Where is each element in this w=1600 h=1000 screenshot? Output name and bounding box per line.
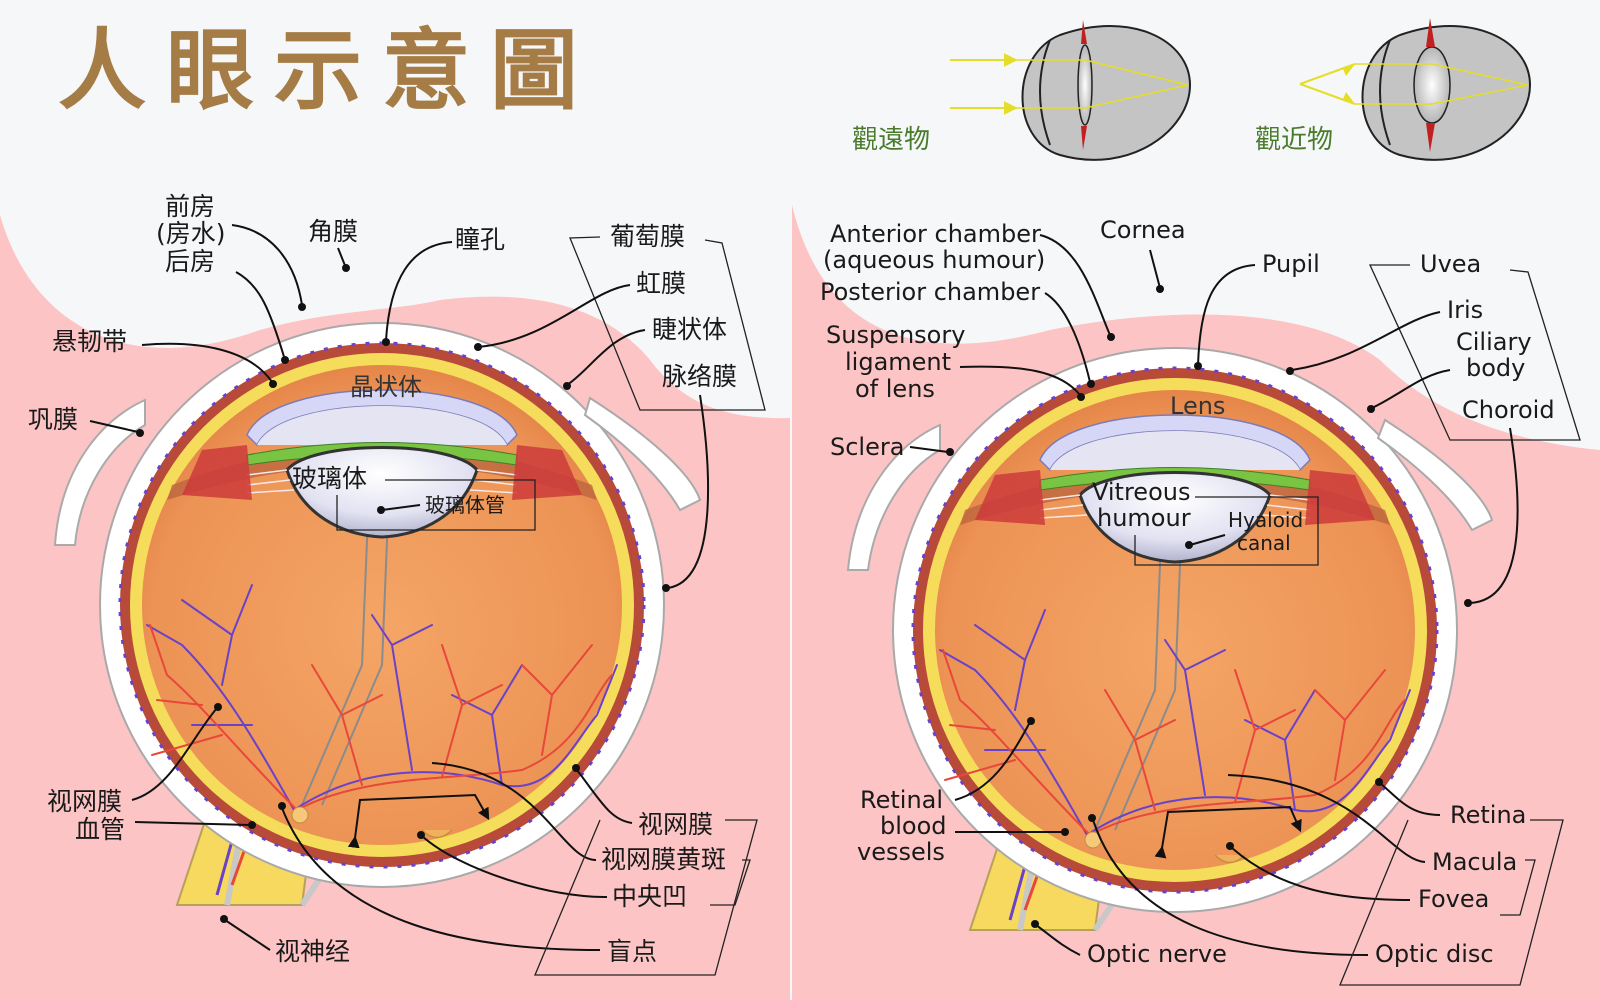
eyeball-left xyxy=(53,323,702,905)
en-cornea-label: Cornea xyxy=(1100,216,1186,244)
zh-uvea-label: 葡萄膜 xyxy=(610,222,685,251)
en-posterior-chamber-label: Posterior chamber xyxy=(820,278,1040,306)
zh-iris-label: 虹膜 xyxy=(636,269,686,298)
zh-anterior-chamber-label: 前房 xyxy=(165,192,215,221)
zh-lens-label: 晶状体 xyxy=(350,373,422,401)
en-iris-label: Iris xyxy=(1447,296,1483,324)
en-fovea-label: Fovea xyxy=(1418,885,1489,913)
far-caption: 觀遠物 xyxy=(852,125,930,155)
en-vitreous-label-2: humour xyxy=(1097,504,1191,532)
zh-aqueous-label: (房水) xyxy=(156,219,226,248)
zh-fovea-label: 中央凹 xyxy=(612,882,687,911)
en-suspensory-label-2: ligament xyxy=(845,348,951,376)
en-ciliary-label-1: Ciliary xyxy=(1456,328,1532,356)
labels-en: Anterior chamber (aqueous humour) Poster… xyxy=(820,216,1581,986)
en-aqueous-label: (aqueous humour) xyxy=(823,246,1045,274)
zh-suspensory-label: 悬韧带 xyxy=(52,327,127,356)
en-uvea-label: Uvea xyxy=(1420,250,1481,278)
page-title: 人眼示意圖 xyxy=(58,18,599,122)
en-pupil-label: Pupil xyxy=(1262,250,1320,278)
en-optic-nerve-label: Optic nerve xyxy=(1087,940,1227,968)
zh-macula-label: 视网膜黄斑 xyxy=(601,845,726,874)
zh-pupil-label: 瞳孔 xyxy=(455,225,505,254)
zh-posterior-chamber-label: 后房 xyxy=(165,247,215,276)
en-ciliary-label-2: body xyxy=(1466,354,1525,382)
en-optic-disc-label: Optic disc xyxy=(1375,940,1494,968)
zh-sclera-label: 巩膜 xyxy=(28,405,78,434)
eyeball-right xyxy=(846,348,1494,930)
en-retinal-label-3: vessels xyxy=(857,838,945,866)
zh-retinal-vessels-label-2: 血管 xyxy=(75,815,125,844)
zh-ciliary-label: 睫状体 xyxy=(652,315,727,344)
en-suspensory-label-1: Suspensory xyxy=(826,321,965,349)
zh-optic-nerve-label: 视神经 xyxy=(275,937,350,966)
en-hyaloid-label-1: Hyaloid xyxy=(1228,508,1303,532)
en-choroid-label: Choroid xyxy=(1462,396,1555,424)
en-suspensory-label-3: of lens xyxy=(855,375,935,403)
en-macula-label: Macula xyxy=(1432,848,1517,876)
en-retina-label: Retina xyxy=(1450,801,1526,829)
en-vitreous-label-1: Vitreous xyxy=(1092,478,1190,506)
zh-choroid-label: 脉络膜 xyxy=(662,362,737,391)
en-hyaloid-label-2: canal xyxy=(1237,531,1291,555)
zh-retinal-vessels-label-1: 视网膜 xyxy=(47,787,122,816)
en-retinal-label-2: blood xyxy=(880,812,947,840)
en-lens-label: Lens xyxy=(1170,392,1225,420)
inset-far: 觀遠物 xyxy=(852,20,1192,161)
inset-near: 觀近物 xyxy=(1255,18,1532,161)
en-sclera-label: Sclera xyxy=(830,433,904,461)
en-retinal-label-1: Retinal xyxy=(860,786,943,814)
zh-cornea-label: 角膜 xyxy=(308,217,358,246)
near-caption: 觀近物 xyxy=(1255,125,1333,155)
zh-optic-disc-label: 盲点 xyxy=(607,937,657,966)
en-anterior-chamber-label: Anterior chamber xyxy=(830,220,1041,248)
zh-hyaloid-label: 玻璃体管 xyxy=(425,493,505,517)
zh-vitreous-label: 玻璃体 xyxy=(292,464,367,493)
zh-retina-label: 视网膜 xyxy=(638,810,713,839)
labels-zh: 前房 (房水) 后房 角膜 瞳孔 葡萄膜 虹膜 睫状体 脉络膜 悬韧带 巩膜 晶… xyxy=(28,192,766,976)
